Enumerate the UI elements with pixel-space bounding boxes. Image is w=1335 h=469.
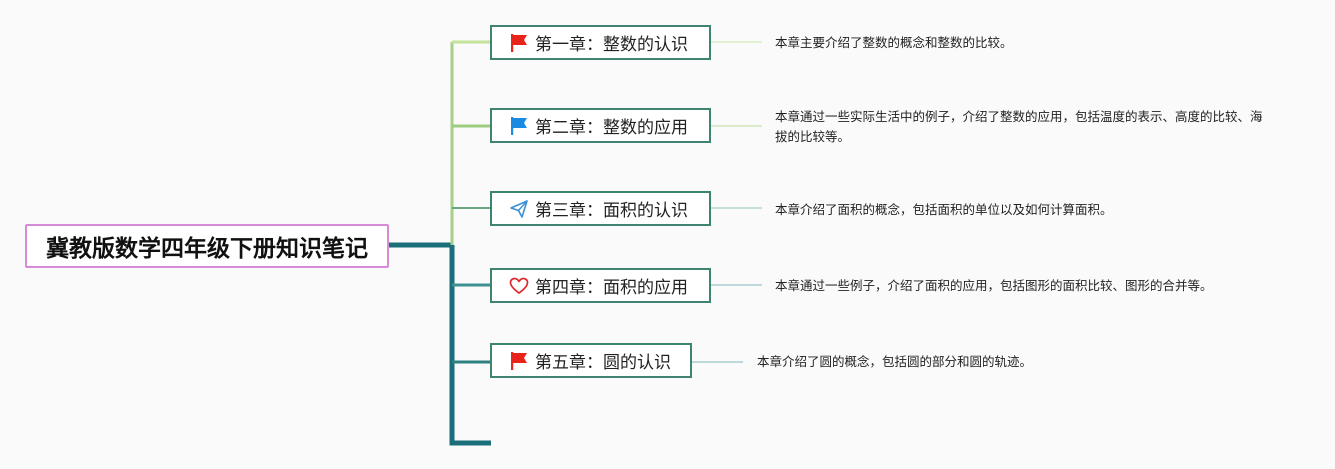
chapter-node-2[interactable]: 第二章：整数的应用	[490, 108, 711, 143]
chapter-label-3: 第三章：面积的认识	[535, 201, 688, 221]
root-title: 冀教版数学四年级下册知识笔记	[46, 236, 368, 262]
chapter-node-4[interactable]: 第四章：面积的应用	[490, 268, 711, 303]
chapter-note-2: 本章通过一些实际生活中的例子，介绍了整数的应用，包括温度的表示、高度的比较、海拔…	[775, 109, 1263, 144]
chapter-note-1: 本章主要介绍了整数的概念和整数的比较。	[775, 35, 1013, 50]
chapter-label-5: 第五章：圆的认识	[535, 353, 671, 373]
red-flag-icon	[508, 351, 530, 371]
heart-icon	[508, 276, 530, 296]
chapter-note-4: 本章通过一些例子，介绍了面积的应用，包括图形的面积比较、图形的合并等。	[775, 278, 1213, 293]
chapter-note-5: 本章介绍了圆的概念，包括圆的部分和圆的轨迹。	[757, 354, 1033, 369]
chapter-node-3[interactable]: 第三章：面积的认识	[490, 191, 711, 226]
blue-flag-icon	[508, 116, 530, 136]
root-node[interactable]: 冀教版数学四年级下册知识笔记	[25, 224, 389, 268]
chapter-note-3: 本章介绍了面积的概念，包括面积的单位以及如何计算面积。	[775, 202, 1113, 217]
chapter-node-5[interactable]: 第五章：圆的认识	[490, 343, 692, 378]
chapter-label-1: 第一章：整数的认识	[535, 35, 688, 55]
paper-plane-icon	[508, 199, 530, 219]
chapter-label-2: 第二章：整数的应用	[535, 118, 688, 138]
red-flag-icon	[508, 33, 530, 53]
chapter-node-1[interactable]: 第一章：整数的认识	[490, 25, 711, 60]
trunk-lower	[449, 245, 491, 446]
chapter-label-4: 第四章：面积的应用	[535, 278, 688, 298]
